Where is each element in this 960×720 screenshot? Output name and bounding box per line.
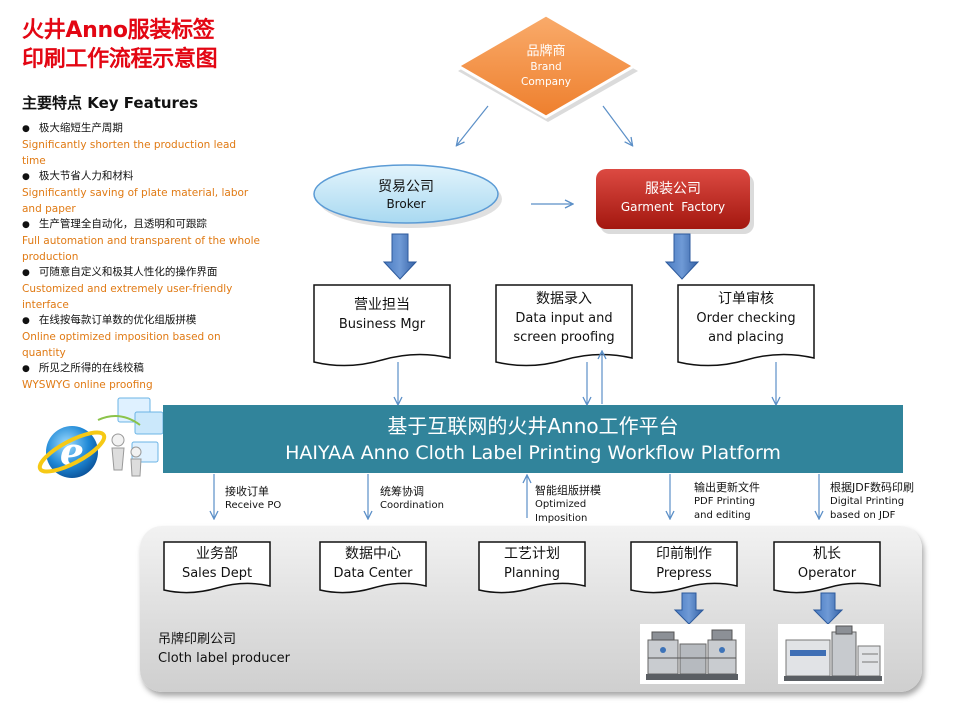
feature-en: Significantly shorten the production lea…: [22, 139, 237, 167]
garment-factory-node: [596, 169, 754, 234]
dept-en: Operator: [797, 566, 857, 581]
workflow-platform-bar: 基于互联网的火井Anno工作平台 HAIYAA Anno Cloth Label…: [163, 405, 903, 473]
key-features-heading: 主要特点 Key Features: [22, 94, 199, 112]
feature-cn: 生产管理全自动化，且透明和可跟踪: [22, 217, 262, 233]
dept-prepress: 印前制作 Prepress: [631, 545, 737, 583]
flow-cn: 接收订单: [225, 485, 269, 498]
feature-en: WYSWYG online proofing: [22, 379, 153, 391]
flow-en: Optimized Imposition: [535, 499, 588, 524]
title-line-2: 印刷工作流程示意图: [22, 47, 218, 72]
brand-label-cn: 品牌商: [526, 44, 566, 59]
task-doc-shapes: [313, 284, 815, 367]
garment-label-cn: 服装公司: [645, 181, 701, 197]
dept-cn: 印前制作: [656, 546, 712, 562]
task-en1: Data input and: [515, 311, 613, 326]
flow-imposition: 智能组版拼模 Optimized Imposition: [535, 484, 625, 526]
task-en1: Order checking: [696, 311, 796, 326]
feature-cn: 在线按每款订单数的优化组版拼模: [22, 313, 262, 329]
garment-down-block-arrow: [664, 233, 700, 280]
digital-press-icon: [778, 624, 884, 684]
broker-label: 贸易公司 Broker: [346, 178, 466, 212]
flow-cn: 智能组版拼模: [535, 484, 601, 497]
dept-cn: 工艺计划: [504, 546, 560, 562]
feature-cn: 可随意自定义和极其人性化的操作界面: [22, 265, 262, 281]
feature-cn: 极大节省人力和材料: [22, 169, 262, 185]
dept-planning: 工艺计划 Planning: [479, 545, 585, 583]
brand-label-en1: Brand: [530, 61, 562, 73]
garment-label-en: Garment Factory: [620, 200, 726, 214]
feature-item: 生产管理全自动化，且透明和可跟踪 Full automation and tra…: [22, 217, 262, 265]
platform-title-en: HAIYAA Anno Cloth Label Printing Workflo…: [285, 442, 781, 464]
broker-label-en: Broker: [386, 197, 426, 211]
dept-cn: 数据中心: [345, 546, 401, 562]
platform-title-cn: 基于互联网的火井Anno工作平台: [387, 414, 679, 438]
dept-en: Data Center: [333, 566, 413, 581]
dept-en: Planning: [504, 566, 560, 581]
brand-label: 品牌商 Brand Company: [496, 43, 596, 90]
task-en1: Business Mgr: [338, 317, 426, 332]
brand-to-broker-arrow: [457, 105, 489, 145]
feature-item: 极大缩短生产周期 Significantly shorten the produ…: [22, 121, 262, 169]
flow-receive-po: 接收订单 Receive PO: [225, 485, 281, 513]
ie-globe-icon: e: [37, 397, 164, 478]
broker-label-cn: 贸易公司: [378, 179, 434, 195]
task-cn: 营业担当: [354, 297, 410, 313]
title-line-1: 火井Anno服装标签: [22, 18, 215, 43]
offset-press-icon: [640, 624, 745, 684]
dept-cn: 机长: [813, 546, 841, 562]
task-order-checking: 订单审核 Order checking and placing: [678, 290, 814, 347]
task-business-mgr: 营业担当 Business Mgr: [314, 296, 450, 334]
brand-label-en2: Company: [521, 76, 571, 88]
key-features-list: 极大缩短生产周期 Significantly shorten the produ…: [22, 121, 262, 393]
flow-en: Digital Printing based on JDF: [830, 496, 905, 521]
feature-item: 可随意自定义和极其人性化的操作界面 Customized and extreme…: [22, 265, 262, 313]
garment-label: 服装公司 Garment Factory: [596, 180, 750, 216]
data-input-doc: [495, 284, 633, 367]
flow-cn: 输出更新文件: [694, 481, 760, 494]
broker-down-block-arrow: [382, 233, 418, 280]
dept-en: Prepress: [656, 566, 712, 581]
task-cn: 数据录入: [536, 291, 592, 307]
flow-en: PDF Printing and editing: [694, 496, 756, 521]
feature-en: Significantly saving of plate material, …: [22, 187, 249, 215]
feature-cn: 所见之所得的在线校稿: [22, 361, 262, 377]
flow-pdf-printing: 输出更新文件 PDF Printing and editing: [694, 481, 774, 523]
feature-item: 在线按每款订单数的优化组版拼模 Online optimized imposit…: [22, 313, 262, 361]
task-data-input: 数据录入 Data input and screen proofing: [496, 290, 632, 347]
feature-item: 所见之所得的在线校稿 WYSWYG online proofing: [22, 361, 262, 393]
dept-data-center: 数据中心 Data Center: [320, 545, 426, 583]
flow-cn: 根据JDF数码印刷: [830, 481, 915, 494]
prepress-down-block-arrow: [673, 592, 705, 625]
feature-en: Online optimized imposition based on qua…: [22, 331, 221, 359]
operator-down-block-arrow: [812, 592, 844, 625]
department-doc-shapes-front: [163, 541, 881, 594]
flow-en: Receive PO: [225, 500, 282, 511]
flow-coordination: 统筹协调 Coordination: [380, 485, 444, 513]
flow-en: Coordination: [380, 500, 444, 511]
dept-en: Sales Dept: [181, 566, 253, 581]
flow-cn: 统筹协调: [380, 485, 424, 498]
producer-label-cn: 吊牌印刷公司: [158, 632, 237, 647]
dept-sales: 业务部 Sales Dept: [164, 545, 270, 583]
feature-en: Full automation and transparent of the w…: [22, 235, 260, 263]
feature-item: 极大节省人力和材料 Significantly saving of plate …: [22, 169, 262, 217]
task-en2: and placing: [708, 330, 784, 345]
producer-label: 吊牌印刷公司 Cloth label producer: [158, 630, 290, 668]
brand-company-node: [455, 13, 638, 122]
brand-to-garment-arrow: [602, 105, 632, 145]
task-cn: 订单审核: [718, 291, 774, 307]
order-checking-doc: [677, 284, 815, 367]
broker-node: [313, 164, 502, 228]
dept-cn: 业务部: [196, 546, 238, 562]
feature-cn: 极大缩短生产周期: [22, 121, 262, 137]
producer-label-en: Cloth label producer: [158, 651, 290, 666]
dept-operator: 机长 Operator: [774, 545, 880, 583]
flow-digital-printing: 根据JDF数码印刷 Digital Printing based on JDF: [830, 481, 928, 523]
feature-en: Customized and extremely user-friendly i…: [22, 283, 233, 311]
business-mgr-doc: [313, 284, 451, 367]
task-en2: screen proofing: [513, 330, 615, 345]
